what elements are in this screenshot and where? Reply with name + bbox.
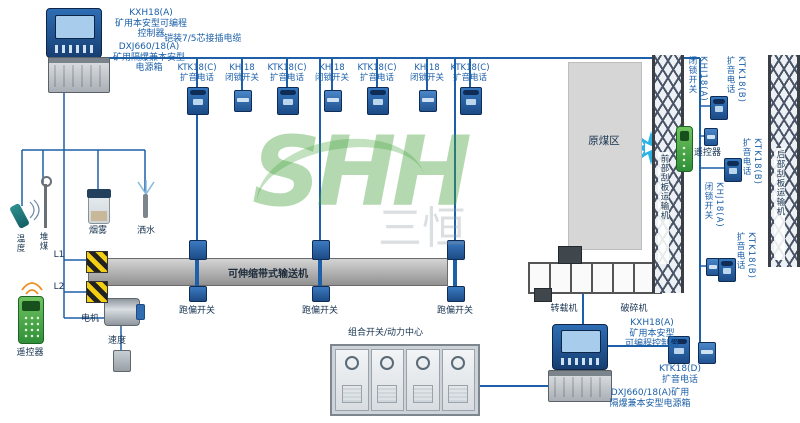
deviation-switch-icon [447,240,465,302]
rear-scraper-label: 后部刮板运输机 [774,148,785,260]
cable-label: 铠装7/5芯接插电缆 [164,34,242,44]
loudspeaker-phone-icon [668,336,690,364]
plc-controller-topleft-label: KXH18(A) 矿用本安型可编程 控制器 [114,8,187,39]
lock-switch-icon [698,342,716,364]
top-device-label: KTK18(C) 扩音电话 [267,63,307,83]
loudspeaker-phone-icon [187,87,209,115]
controller-buttons [560,358,600,366]
plc-controller-topleft [46,8,102,58]
lock-switch-icon [324,90,342,112]
spray-label: 洒水 [136,226,155,236]
spray-lines [137,180,155,195]
coal-pile-sensor-icon [41,176,52,228]
controller-screen [560,330,602,353]
loudspeaker-phone-icon [367,87,389,115]
hazard-stripe-l2 [86,281,108,303]
cabinet-door [335,349,369,411]
cabinet-door [406,349,440,411]
right-device-label: KHJ18(A) 闭锁开关 [703,182,724,228]
smoke-sensor-icon [87,189,111,224]
loudspeaker-phone-icon [710,96,728,120]
combination-switch-cabinet [330,344,480,416]
top-device-label: KTK18(C) 扩音电话 [357,63,397,83]
plc-controller-bottomright-label: KXH18(A) 矿用本安型 可编程控制器 [624,318,679,349]
coal-chute [558,246,582,264]
cabinet-door [370,349,404,411]
top-device-label: KHJ18 闭锁开关 [224,63,259,83]
belt-conveyor-label: 可伸缩带式输送机 [228,268,308,280]
deviation-switch-label: 跑偏开关 [178,306,215,316]
deviation-switch-icon [189,240,207,302]
controller-buttons [54,45,94,53]
transfer-drive-box [534,288,552,302]
plc-controller-bottomright [552,324,608,370]
top-device-label: KHJ18 闭锁开关 [409,63,444,83]
top-device-label: KTK18(C) 扩音电话 [450,63,490,83]
power-box-topleft [48,57,110,93]
loudspeaker-phone-icon [277,87,299,115]
remote-control-icon [18,296,44,344]
belt-conveyor: 可伸缩带式输送机 [88,258,448,286]
lock-switch-icon [234,90,252,112]
top-device-label: KTK18(C) 扩音电话 [177,63,217,83]
remote-label-right: 遥控器 [694,148,722,158]
hazard-stripe-l1 [86,251,108,273]
coal-pile-label: 堆煤 [38,232,48,251]
l2-label: L2 [53,282,65,292]
remote-label: 遥控器 [16,348,44,358]
temperature-arcs [29,199,40,221]
bottom-phone-label: KTK18(D) 扩音电话 [658,364,701,385]
deviation-switch-icon [312,240,330,302]
transfer-machine-label: 转载机 [550,304,578,314]
loudspeaker-phone-icon [460,87,482,115]
remote-control-icon-right [676,126,693,172]
temperature-label: 温度 [15,234,25,253]
water-spray-icon [143,194,148,218]
main-cable [106,57,701,387]
front-scraper-label: 前部刮板运输机 [658,152,669,264]
deviation-switch-label: 跑偏开关 [436,306,473,316]
cabinet-label: 组合开关/动力中心 [348,328,424,338]
raw-coal-label: 原煤区 [588,135,620,147]
controller-screen [54,14,96,39]
right-device-label: KTK18(B) 扩音电话 [735,232,756,279]
cabinet-door [441,349,475,411]
right-device-label: KHJ18(A) 闭锁开关 [687,56,708,102]
motor-label: 电机 [80,314,99,324]
speed-sensor-icon [113,350,131,372]
deviation-switch-label: 跑偏开关 [301,306,338,316]
transfer-conveyor [528,262,662,294]
crusher-label: 破碎机 [620,304,648,314]
raw-coal-area [568,62,642,250]
power-box-topleft-label: DXJ660/18(A) 矿用隔爆兼本安型 电源箱 [112,42,185,73]
loudspeaker-phone-icon [724,158,742,182]
lock-switch-icon [704,128,718,146]
power-box-bottomright [548,370,612,402]
speed-label: 速度 [107,336,126,346]
right-device-label: KTK18(B) 扩音电话 [741,138,762,185]
power-box-bottomright-label: DXJ660/18(A)矿用 隔爆兼本安型电源箱 [609,388,691,409]
smoke-label: 烟雾 [88,226,107,236]
loudspeaker-phone-icon [718,258,736,282]
right-device-label: KTK18(B) 扩音电话 [725,56,746,103]
motor-icon [104,298,145,326]
l1-label: L1 [53,250,65,260]
lock-switch-icon [419,90,437,112]
top-device-label: KHJ18 闭锁开关 [314,63,349,83]
